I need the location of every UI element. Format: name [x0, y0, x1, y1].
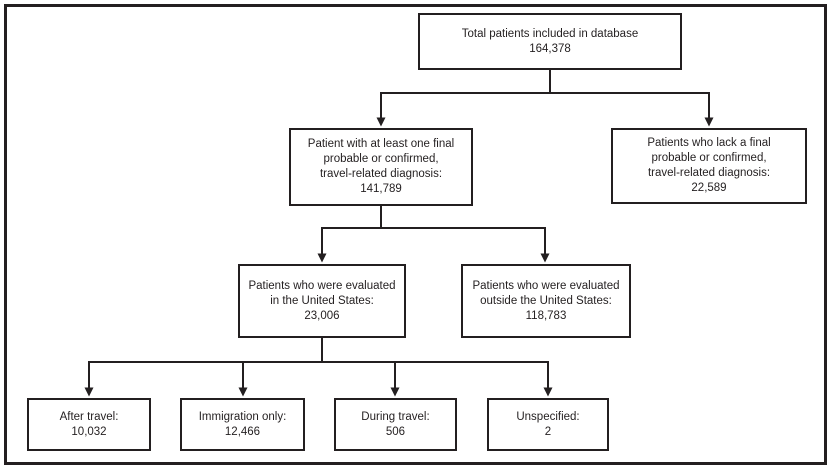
arrowhead-after-travel	[84, 387, 94, 397]
node-immigration-only: Immigration only: 12,466	[180, 398, 305, 451]
arrowhead-lack-final-diagnosis	[704, 117, 714, 127]
arrowhead-during-travel	[390, 387, 400, 397]
figure-border	[4, 4, 827, 465]
node-lack-final-diagnosis: Patients who lack a final probable or co…	[611, 128, 807, 204]
node-evaluated-us: Patients who were evaluated in the Unite…	[238, 264, 406, 338]
arrowhead-evaluated-outside-us	[540, 253, 550, 263]
arrowhead-unspecified	[543, 387, 553, 397]
node-evaluated-outside-us: Patients who were evaluated outside the …	[461, 264, 631, 338]
node-final-diagnosis: Patient with at least one final probable…	[289, 128, 473, 206]
arrowhead-final-diagnosis	[376, 117, 386, 127]
arrowhead-evaluated-us	[317, 253, 327, 263]
edge-lines	[88, 69, 710, 389]
node-during-travel: During travel: 506	[334, 398, 457, 451]
node-after-travel: After travel: 10,032	[27, 398, 151, 451]
node-total-patients: Total patients included in database 164,…	[418, 13, 682, 70]
edge-arrowheads	[84, 117, 714, 397]
node-unspecified: Unspecified: 2	[487, 398, 609, 451]
arrowhead-immigration-only	[238, 387, 248, 397]
